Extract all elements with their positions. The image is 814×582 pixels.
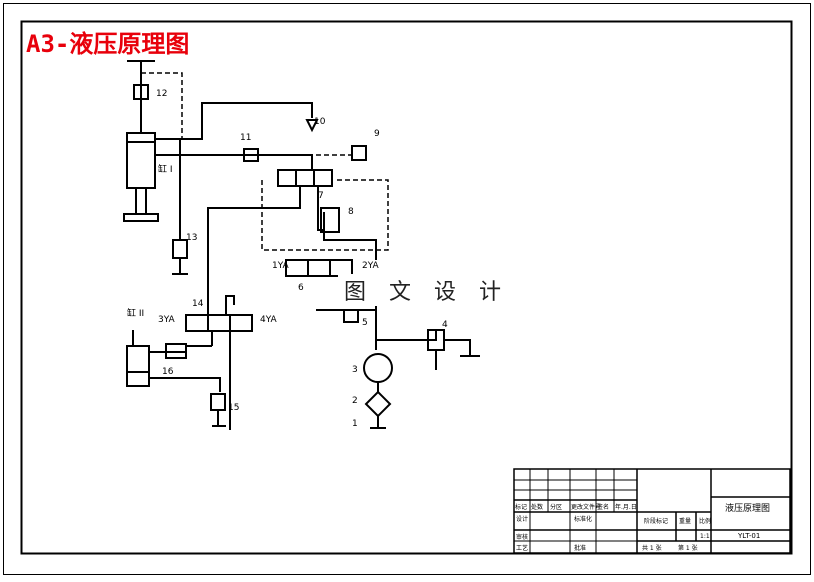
tb-scale: 1:1 bbox=[700, 533, 710, 540]
label-1ya: 1YA bbox=[272, 261, 290, 271]
tb-stage: 阶段标记 bbox=[644, 517, 668, 525]
tb-check: 审核 bbox=[516, 533, 528, 541]
cylinder-1 bbox=[126, 132, 156, 189]
label-12: 12 bbox=[156, 89, 167, 99]
cylinder-2 bbox=[126, 345, 150, 373]
tb-count: 处数 bbox=[531, 503, 543, 511]
valve-8 bbox=[320, 207, 340, 233]
valve-11 bbox=[243, 148, 259, 162]
valve-14 bbox=[185, 314, 253, 332]
check-valve-10 bbox=[305, 119, 319, 133]
tb-sheet-no: 第 1 张 bbox=[678, 544, 698, 552]
pump-3 bbox=[363, 353, 393, 383]
watermark: 图 文 设 计 bbox=[338, 274, 515, 306]
label-8: 8 bbox=[348, 207, 354, 217]
label-2: 2 bbox=[352, 396, 358, 406]
tb-process: 工艺 bbox=[516, 544, 528, 552]
label-4: 4 bbox=[442, 320, 448, 330]
label-16: 16 bbox=[162, 367, 174, 377]
tb-docno: 更改文件号 bbox=[571, 503, 601, 511]
label-14: 14 bbox=[192, 299, 204, 309]
valve-7 bbox=[277, 169, 333, 187]
tb-ratio: 比例 bbox=[699, 517, 711, 525]
tb-date: 年.月.日 bbox=[615, 503, 637, 511]
label-10: 10 bbox=[314, 117, 326, 127]
label-6: 6 bbox=[298, 283, 304, 293]
label-13: 13 bbox=[186, 233, 197, 243]
tb-weight: 重量 bbox=[679, 517, 691, 525]
tb-approve: 批准 bbox=[574, 544, 586, 552]
label-15: 15 bbox=[228, 403, 239, 413]
tb-drawing-name: 液压原理图 bbox=[725, 502, 770, 514]
tb-code: YLT-01 bbox=[737, 532, 760, 540]
inner-border bbox=[20, 20, 793, 555]
label-3: 3 bbox=[352, 365, 358, 375]
pilot-lines bbox=[141, 72, 389, 311]
label-9: 9 bbox=[374, 129, 380, 139]
valve-5 bbox=[343, 309, 359, 323]
label-3ya: 3YA bbox=[158, 315, 176, 325]
valve-12 bbox=[133, 84, 149, 100]
valve-16 bbox=[165, 343, 187, 359]
label-cylinder-1: 缸 I bbox=[158, 163, 173, 175]
sensor-9 bbox=[351, 145, 367, 161]
label-4ya: 4YA bbox=[260, 315, 278, 325]
drawing-title: A3-液压原理图 bbox=[26, 30, 190, 58]
valve-6 bbox=[285, 259, 353, 277]
label-2ya: 2YA bbox=[362, 261, 380, 271]
valve-13 bbox=[172, 239, 188, 259]
tb-mark: 标记 bbox=[515, 503, 527, 511]
tb-sheet-total: 共 1 张 bbox=[642, 544, 662, 552]
title-block bbox=[513, 468, 791, 554]
label-7: 7 bbox=[318, 191, 324, 201]
circuit bbox=[123, 60, 480, 430]
label-11: 11 bbox=[240, 133, 251, 143]
tb-std: 标准化 bbox=[574, 515, 592, 523]
valve-15 bbox=[210, 393, 226, 411]
label-cylinder-2: 缸 II bbox=[127, 307, 144, 319]
tb-zone: 分区 bbox=[550, 503, 562, 511]
label-1: 1 bbox=[352, 419, 358, 429]
tb-sign: 签名 bbox=[597, 503, 609, 511]
outer-border bbox=[3, 3, 811, 575]
label-5: 5 bbox=[362, 318, 368, 328]
tb-design: 设计 bbox=[516, 515, 528, 523]
